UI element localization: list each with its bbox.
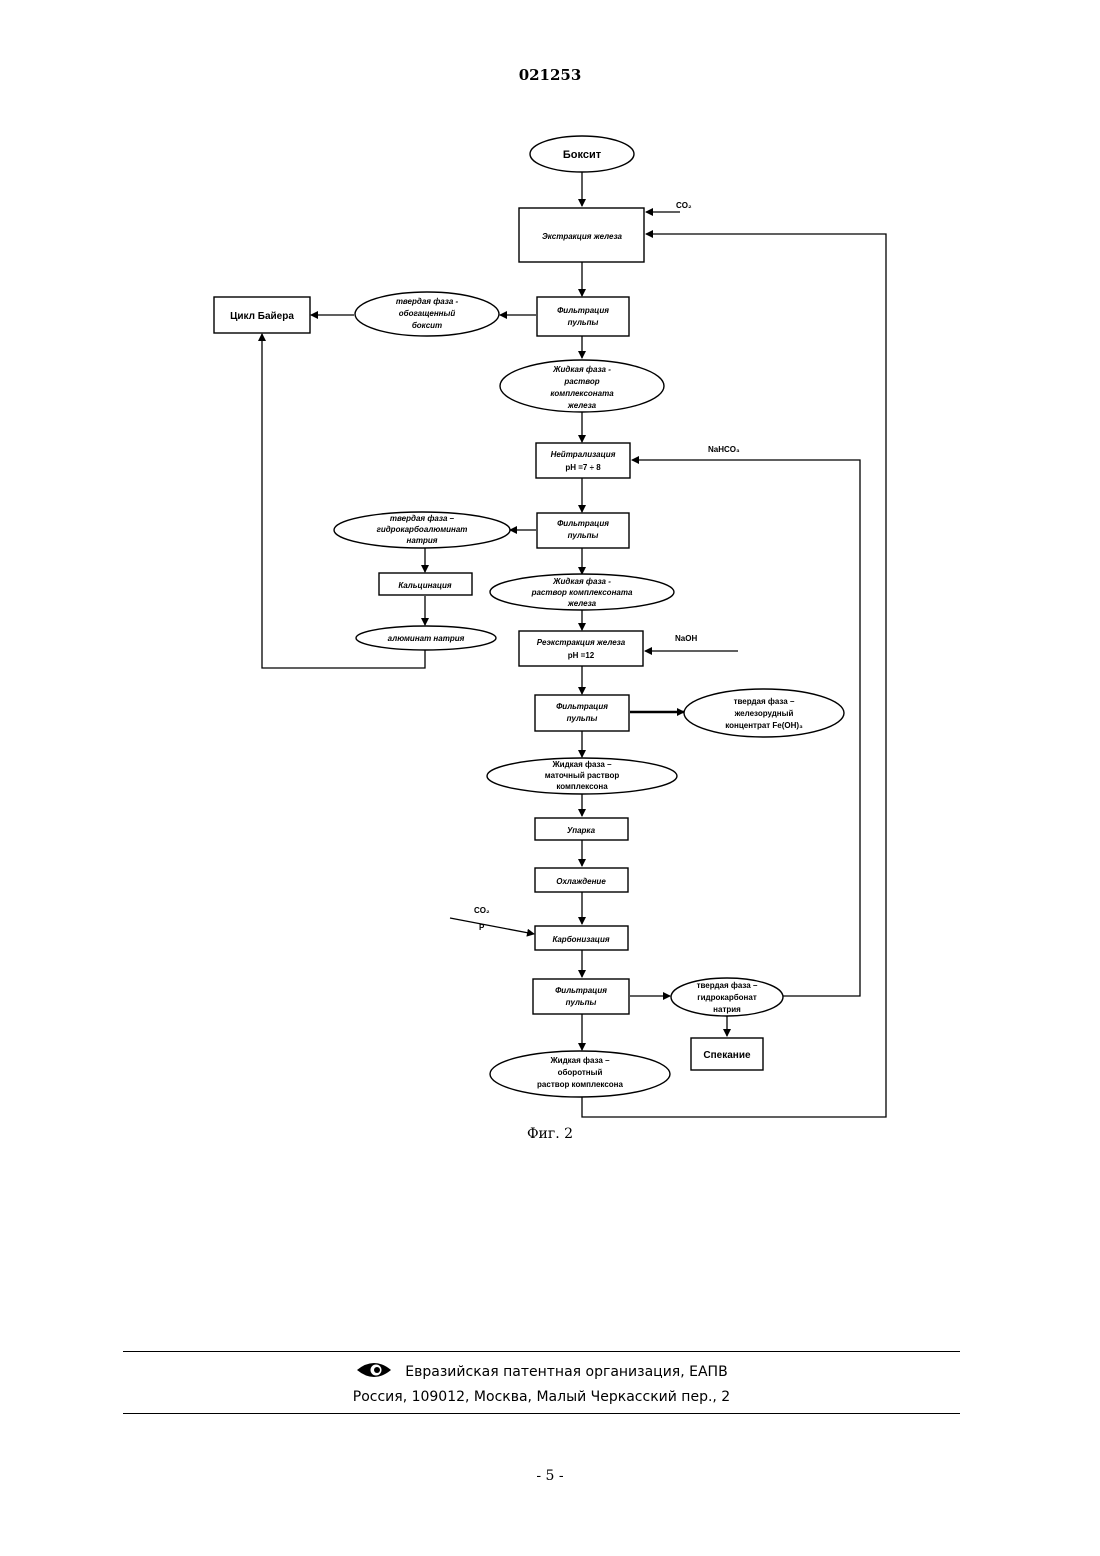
filtration-1-box: Фильтрация пульпы bbox=[537, 297, 629, 336]
pressure-label: P bbox=[479, 923, 485, 932]
solid-iron-concentrate-node: твердая фаза – железорудный концентрат F… bbox=[684, 689, 844, 737]
svg-text:твердая фаза –: твердая фаза – bbox=[734, 697, 795, 706]
svg-text:натрия: натрия bbox=[713, 1005, 741, 1014]
svg-text:Боксит: Боксит bbox=[563, 149, 602, 161]
solid-hydrocarbonate-node: твердая фаза – гидрокарбонат натрия bbox=[671, 978, 783, 1016]
footer-org-row: Евразийская патентная организация, ЕАПВ bbox=[123, 1360, 960, 1384]
svg-text:Нейтрализация: Нейтрализация bbox=[551, 450, 616, 459]
solid-enriched-bauxite-node: твердая фаза - обогащенный боксит bbox=[355, 292, 499, 336]
filtration-4-box: Фильтрация пульпы bbox=[533, 979, 629, 1014]
svg-text:Жидкая фаза -: Жидкая фаза - bbox=[552, 577, 611, 586]
svg-text:железа: железа bbox=[567, 599, 597, 608]
sodium-aluminate-node: алюминат натрия bbox=[356, 626, 496, 650]
svg-text:гидрокарбонат: гидрокарбонат bbox=[697, 993, 757, 1002]
svg-text:Карбонизация: Карбонизация bbox=[552, 935, 609, 944]
svg-text:концентрат Fe(OH)₃: концентрат Fe(OH)₃ bbox=[725, 721, 803, 730]
co2-left-label: CO₂ bbox=[474, 906, 490, 915]
svg-text:Фильтрация: Фильтрация bbox=[555, 986, 607, 995]
svg-text:раствор комплексоната: раствор комплексоната bbox=[531, 588, 633, 597]
liquid-phase-2-node: Жидкая фаза - раствор комплексоната желе… bbox=[490, 574, 674, 610]
iron-extraction-box: Экстракция железа bbox=[519, 208, 644, 262]
svg-text:комплексоната: комплексоната bbox=[550, 389, 614, 398]
svg-text:Фильтрация: Фильтрация bbox=[557, 519, 609, 528]
svg-text:пульпы: пульпы bbox=[568, 318, 599, 327]
svg-text:твердая фаза –: твердая фаза – bbox=[390, 514, 455, 523]
svg-text:пульпы: пульпы bbox=[566, 998, 597, 1007]
svg-text:Жидкая фаза –: Жидкая фаза – bbox=[551, 760, 612, 769]
svg-text:маточный раствор: маточный раствор bbox=[545, 771, 620, 780]
svg-text:Фильтрация: Фильтрация bbox=[556, 702, 608, 711]
page-number: - 5 - bbox=[0, 1468, 1100, 1484]
liquid-recycle-solution-node: Жидкая фаза – оборотный раствор комплекс… bbox=[490, 1051, 670, 1097]
svg-text:оборотный: оборотный bbox=[558, 1068, 603, 1077]
process-flowchart: Боксит CO₂ Экстракция железа Цикл Байера… bbox=[0, 0, 1100, 1160]
svg-text:пульпы: пульпы bbox=[567, 714, 598, 723]
svg-text:Цикл Байера: Цикл Байера bbox=[230, 311, 294, 322]
svg-text:натрия: натрия bbox=[407, 536, 438, 545]
svg-text:Жидкая фаза -: Жидкая фаза - bbox=[552, 365, 611, 374]
solid-hydrocarboaluminate-node: твердая фаза – гидрокарбоалюминат натрия bbox=[334, 512, 510, 548]
svg-text:железа: железа bbox=[567, 401, 597, 410]
bayer-cycle-box: Цикл Байера bbox=[214, 297, 310, 333]
co2-input-label: CO₂ bbox=[676, 201, 692, 210]
cooling-box: Охлаждение bbox=[535, 868, 628, 892]
bauxite-node: Боксит bbox=[530, 136, 634, 172]
eapo-logo-icon bbox=[355, 1360, 393, 1384]
naoh-input-label: NaOH bbox=[675, 634, 697, 643]
carbonization-box: Карбонизация bbox=[535, 926, 628, 950]
svg-text:гидрокарбоалюминат: гидрокарбоалюминат bbox=[377, 525, 468, 534]
evaporation-box: Упарка bbox=[535, 818, 628, 840]
svg-text:Реэкстракция железа: Реэкстракция железа bbox=[537, 638, 626, 647]
reextraction-box: Реэкстракция железа pH =12 bbox=[519, 631, 643, 666]
svg-text:Экстракция железа: Экстракция железа bbox=[542, 232, 623, 241]
footer-address: Россия, 109012, Москва, Малый Черкасский… bbox=[123, 1389, 960, 1405]
svg-text:Охлаждение: Охлаждение bbox=[556, 877, 606, 886]
svg-text:Упарка: Упарка bbox=[567, 826, 596, 835]
calcination-box: Кальцинация bbox=[379, 573, 472, 595]
svg-text:раствор комплексона: раствор комплексона bbox=[537, 1080, 623, 1089]
svg-text:Жидкая фаза –: Жидкая фаза – bbox=[549, 1056, 610, 1065]
liquid-mother-solution-node: Жидкая фаза – маточный раствор комплексо… bbox=[487, 758, 677, 794]
figure-caption: Фиг. 2 bbox=[0, 1126, 1100, 1142]
svg-text:pH =12: pH =12 bbox=[568, 651, 595, 660]
svg-text:железорудный: железорудный bbox=[734, 709, 794, 718]
svg-text:Кальцинация: Кальцинация bbox=[398, 581, 452, 590]
liquid-phase-1-node: Жидкая фаза - раствор комплексоната желе… bbox=[500, 360, 664, 412]
filtration-3-box: Фильтрация пульпы bbox=[535, 695, 629, 731]
svg-text:комплексона: комплексона bbox=[556, 782, 608, 791]
nahco3-input-label: NaHCO₃ bbox=[708, 445, 740, 454]
footer-org-name: Евразийская патентная организация, ЕАПВ bbox=[405, 1364, 727, 1380]
svg-text:пульпы: пульпы bbox=[568, 531, 599, 540]
svg-text:раствор: раствор bbox=[563, 377, 599, 386]
svg-text:твердая фаза –: твердая фаза – bbox=[697, 981, 758, 990]
svg-text:обогащенный: обогащенный bbox=[399, 309, 456, 318]
svg-text:боксит: боксит bbox=[412, 321, 442, 330]
svg-text:Фильтрация: Фильтрация bbox=[557, 306, 609, 315]
filtration-2-box: Фильтрация пульпы bbox=[537, 513, 629, 548]
sintering-box: Спекание bbox=[691, 1038, 763, 1070]
svg-text:Спекание: Спекание bbox=[703, 1050, 751, 1061]
footer: Евразийская патентная организация, ЕАПВ … bbox=[123, 1351, 960, 1414]
neutralization-box: Нейтрализация pH =7 ÷ 8 bbox=[536, 443, 630, 478]
svg-text:pH =7 ÷ 8: pH =7 ÷ 8 bbox=[565, 463, 601, 472]
svg-text:алюминат натрия: алюминат натрия bbox=[388, 634, 465, 643]
svg-text:твердая фаза -: твердая фаза - bbox=[396, 297, 459, 306]
